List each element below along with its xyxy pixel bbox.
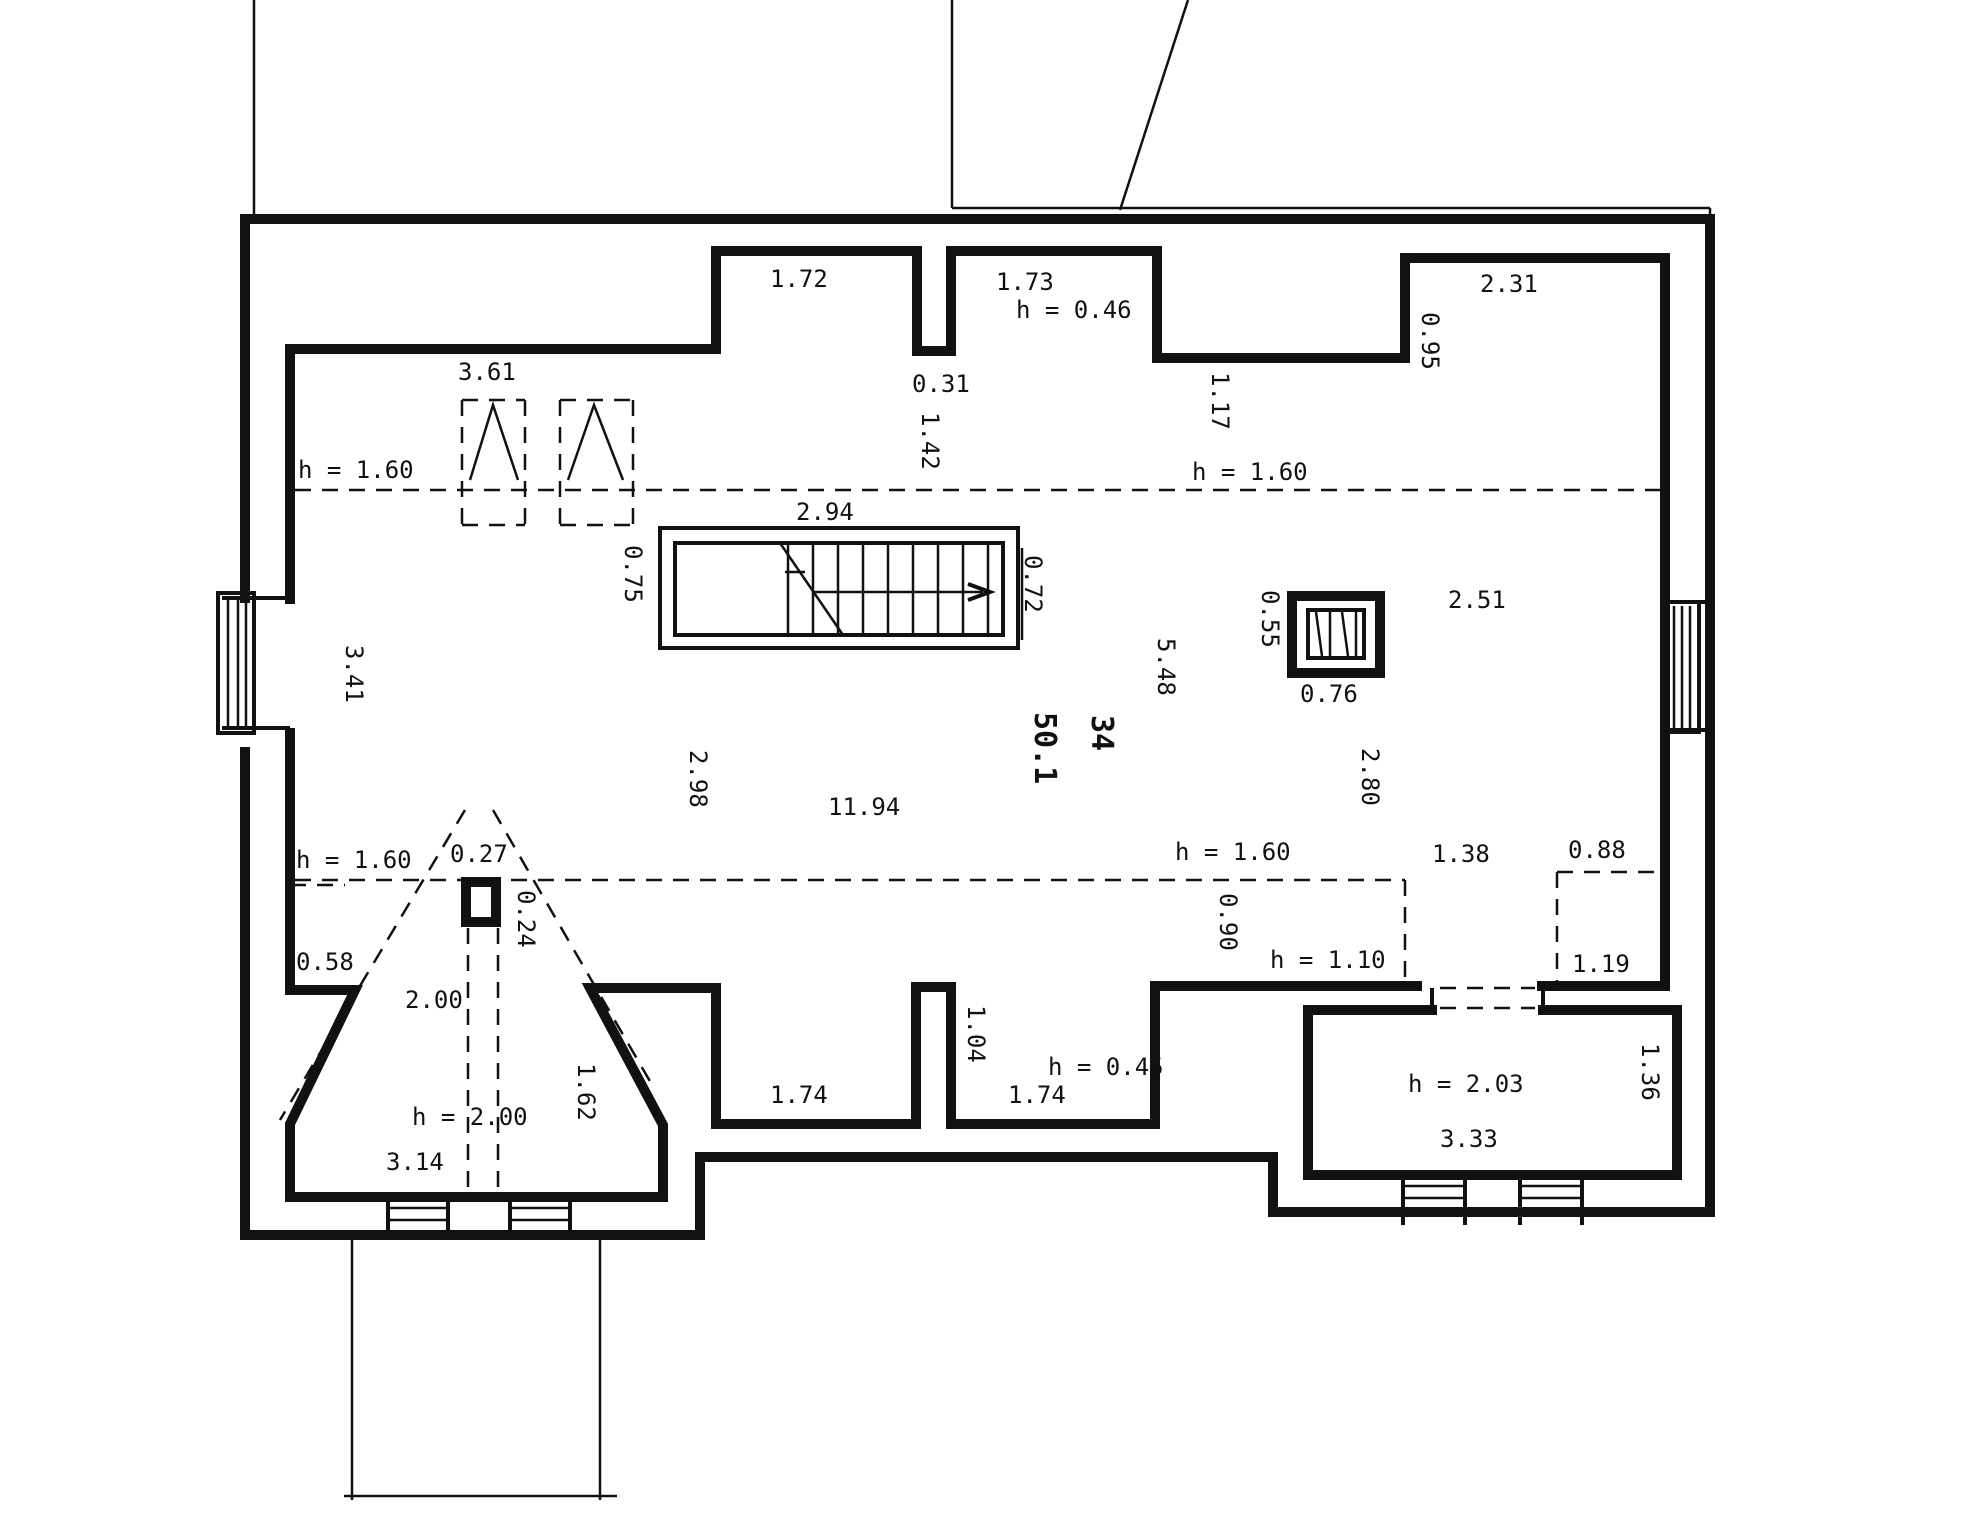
label-gable-depth: 1.36 — [1636, 1043, 1664, 1101]
label-bath-width: 1.38 — [1432, 840, 1490, 868]
bay-post — [278, 809, 657, 1197]
label-eaves-top-right: h = 1.60 — [1192, 458, 1308, 486]
label-total-area: 11.94 — [828, 793, 900, 821]
label-eaves-bottom-left: h = 1.60 — [296, 846, 412, 874]
chimney — [1287, 591, 1385, 678]
gable-room-wall — [1303, 1005, 1682, 1180]
label-bath-depth: 0.90 — [1214, 893, 1242, 951]
label-pier-width: 0.31 — [912, 370, 970, 398]
label-bay-offset: 0.58 — [296, 948, 354, 976]
label-stair-length: 2.94 — [796, 498, 854, 526]
label-bay-post: 0.27 — [450, 840, 508, 868]
label-bath-right: 0.88 — [1568, 836, 1626, 864]
label-dormer-3-depth: 0.95 — [1416, 312, 1444, 370]
skylights — [460, 398, 635, 527]
staircase — [658, 526, 1024, 650]
label-dormer-5-width: 1.74 — [1008, 1081, 1066, 1109]
label-right-area: 2.51 — [1448, 586, 1506, 614]
label-left-area: 2.98 — [684, 750, 712, 808]
label-room-depth: 3.41 — [340, 645, 368, 703]
label-right-depth: 2.80 — [1356, 748, 1384, 806]
labels: 1.72 1.73 h = 0.46 2.31 0.95 0.31 1.42 1… — [296, 265, 1664, 1176]
label-bay-width: 2.00 — [405, 986, 463, 1014]
label-bay-side: 1.62 — [572, 1063, 600, 1121]
label-stair-landing: 0.75 — [619, 545, 647, 603]
label-dormer-bottom-height: h = 0.45 — [1048, 1053, 1164, 1081]
label-dormer-5-depth: 1.04 — [962, 1005, 990, 1063]
label-room-code: 50.1 — [1027, 712, 1062, 784]
label-stair-width: 0.72 — [1019, 555, 1047, 613]
label-room-number: 34 — [1084, 715, 1119, 751]
context-lines — [245, 0, 1712, 1500]
left-window — [216, 591, 290, 735]
label-bath-jamb: 1.19 — [1572, 950, 1630, 978]
label-dormer-4-width: 1.74 — [770, 1081, 828, 1109]
label-bath-height: h = 1.10 — [1270, 946, 1386, 974]
label-eaves-bottom-right: h = 1.60 — [1175, 838, 1291, 866]
inner-wall — [285, 246, 1670, 1202]
right-window — [1663, 600, 1715, 734]
label-gable-height: h = 2.03 — [1408, 1070, 1524, 1098]
gable-windows — [1401, 1170, 1584, 1225]
bay-windows — [386, 1197, 572, 1235]
label-dormer-3-width: 2.31 — [1480, 270, 1538, 298]
label-room-length: 5.48 — [1152, 638, 1180, 696]
label-dormer-2-width: 1.73 — [996, 268, 1054, 296]
label-bay-front: 3.14 — [386, 1148, 444, 1176]
label-chimney-depth: 0.55 — [1256, 590, 1284, 648]
label-chimney-width: 0.76 — [1300, 680, 1358, 708]
label-eaves-top-left: h = 1.60 — [298, 456, 414, 484]
label-dormer-top-height: h = 0.46 — [1016, 296, 1132, 324]
label-bay-post-depth: 0.24 — [512, 890, 540, 948]
label-skylights-width: 3.61 — [458, 358, 516, 386]
label-gable-width: 3.33 — [1440, 1125, 1498, 1153]
label-dormer-2-offset: 1.17 — [1206, 372, 1234, 430]
outer-wall — [240, 214, 1715, 1240]
label-bay-height: h = 2.00 — [412, 1103, 528, 1131]
label-pier-offset: 1.42 — [916, 412, 944, 470]
label-dormer-1-width: 1.72 — [770, 265, 828, 293]
